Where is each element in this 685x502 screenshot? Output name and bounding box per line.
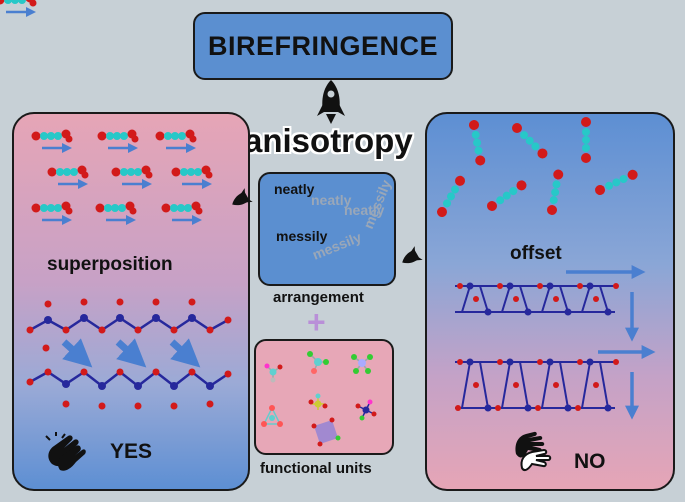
neatly-label: neatly: [274, 181, 314, 197]
no-label: NO: [574, 450, 606, 474]
title-box: BIREFRINGENCE: [193, 12, 453, 80]
functional-units-box: [254, 339, 394, 455]
title-text: BIREFRINGENCE: [208, 31, 438, 62]
functional-units-label: functional units: [260, 460, 372, 477]
plus-sign: +: [307, 306, 326, 338]
left-panel: [12, 112, 250, 491]
superposition-label: superposition: [47, 254, 173, 276]
anisotropy-label: anisotropy: [244, 122, 413, 160]
messily-label: messily: [276, 228, 327, 244]
right-panel: [425, 112, 675, 491]
yes-label: YES: [110, 440, 152, 464]
small-rocket-icon-right: [398, 246, 422, 269]
offset-label: offset: [510, 243, 562, 265]
